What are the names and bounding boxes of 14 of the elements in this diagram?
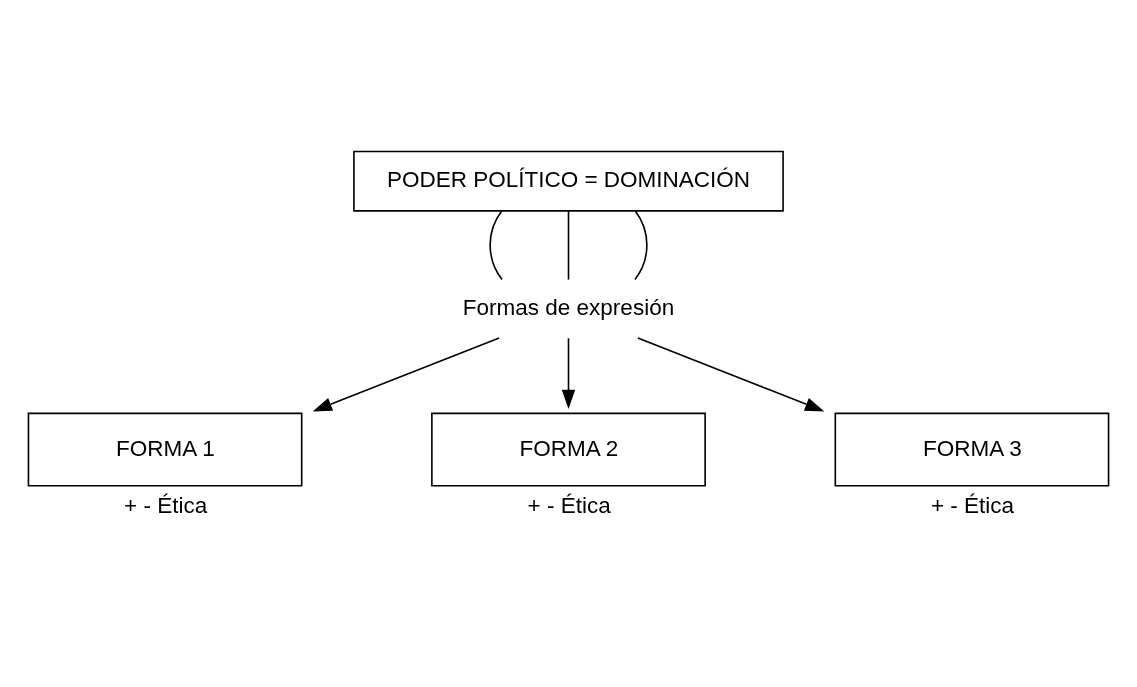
arrow — [637, 337, 825, 412]
node-text: Formas de expresión — [462, 294, 675, 320]
connector — [567, 210, 570, 281]
node-box: PODER POLÍTICO = DOMINACIÓN — [353, 150, 784, 212]
node-label: + - Ética — [527, 493, 611, 519]
node-box: FORMA 3 — [834, 412, 1110, 487]
connector — [489, 210, 503, 281]
node-box: FORMA 1 — [27, 412, 303, 487]
node-label: + - Ética — [124, 493, 208, 519]
arrow — [561, 337, 576, 410]
connector — [634, 210, 648, 281]
node-label: + - Ética — [930, 493, 1015, 519]
node-box: FORMA 2 — [431, 412, 706, 487]
arrow — [312, 337, 500, 412]
